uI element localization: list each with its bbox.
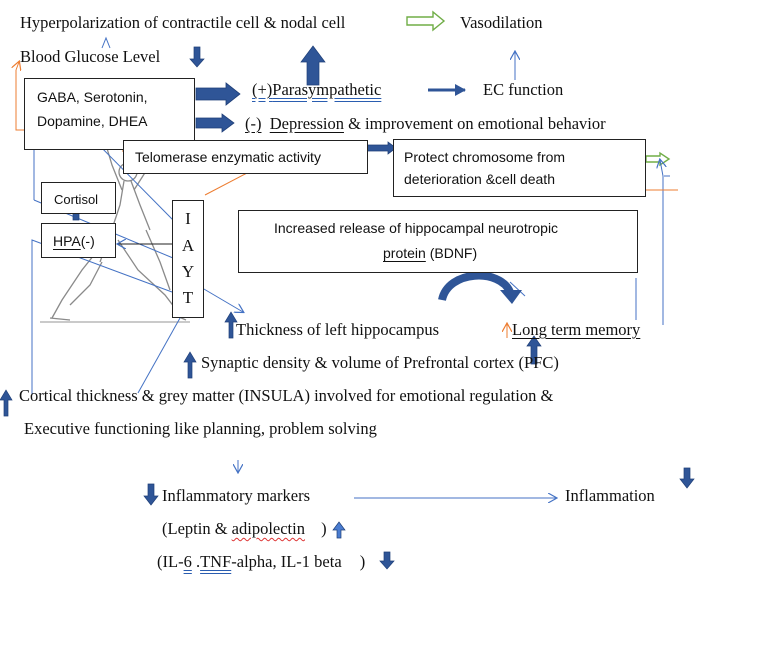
depression-text: (-) Depression & improvement on emotiona…: [245, 114, 606, 134]
parasympathetic-text: (+)Parasympathetic: [252, 80, 381, 100]
protect-chromosome-box: Protect chromosome from deterioration &c…: [393, 139, 646, 197]
green-arrow-protect: [645, 151, 671, 167]
protect-line-1: Protect chromosome from: [404, 149, 566, 165]
leptin-open: (Leptin &: [162, 519, 232, 538]
depression-suffix: & improvement on emotional behavior: [343, 114, 606, 133]
iayt-letter-i: I: [185, 209, 191, 228]
bdnf-line-2: protein (BDNF): [383, 245, 477, 261]
hyperpolarization-text: Hyperpolarization of contractile cell & …: [20, 13, 346, 32]
right-block-arrow-icon: [366, 141, 397, 155]
right-block-arrow-icon: [195, 82, 241, 106]
up-arrow-icon: [300, 45, 326, 86]
parasympathetic-prefix: (+): [252, 80, 273, 99]
block-arrows-right: [195, 82, 397, 155]
right-block-arrow-icon: [195, 113, 235, 133]
hpa-word: HPA: [53, 233, 81, 249]
il-six: 6: [183, 552, 192, 571]
blood-glucose-text: Blood Glucose Level: [20, 47, 161, 66]
vasodilation-text: Vasodilation: [460, 13, 543, 32]
tnf-word: TNF: [200, 552, 232, 571]
hpa-box: HPA(-): [41, 223, 116, 258]
bdnf-suffix: (BDNF): [425, 245, 478, 261]
il-open: (IL-: [157, 552, 184, 571]
leptin-text: (Leptin & adipolectin ): [162, 519, 327, 539]
left-hippocampus-text: Thickness of left hippocampus: [236, 320, 439, 339]
insula-text: Cortical thickness & grey matter (INSULA…: [19, 386, 554, 405]
executive-text: Executive functioning like planning, pro…: [24, 419, 377, 438]
depression-prefix: (-): [245, 114, 262, 133]
up-arrow-icon: [224, 311, 238, 339]
bdnf-box: Increased release of hippocampal neurotr…: [238, 210, 638, 273]
neurotransmitter-box: GABA, Serotonin, Dopamine, DHEA: [24, 78, 195, 150]
gaba-line-2: Dopamine, DHEA: [37, 113, 148, 129]
long-word: Long term memory: [512, 320, 641, 339]
hpa-suffix: (-): [80, 233, 95, 249]
green-arrow-vasodilation: [406, 10, 446, 32]
up-arrow-icon: [0, 389, 13, 417]
il-rest: -alpha, IL-1 beta: [231, 552, 346, 571]
gaba-line-1: GABA, Serotonin,: [37, 89, 148, 105]
down-arrow-icon: [679, 467, 695, 489]
depression-word: Depression: [269, 114, 344, 133]
block-arrows-down: [143, 46, 695, 570]
leptin-close: ): [316, 519, 327, 538]
il-close: ): [359, 552, 366, 571]
adipolectin-word: adipolectin: [231, 519, 305, 538]
parasympathetic-word: Parasympathetic: [272, 80, 382, 99]
hpa-text: HPA(-): [53, 233, 95, 249]
iayt-letter-t: T: [182, 288, 194, 307]
telomerase-text: Telomerase enzymatic activity: [135, 149, 321, 165]
down-arrow-icon: [143, 483, 159, 506]
down-arrow-icon: [379, 551, 395, 570]
ec-function-text: EC function: [483, 80, 564, 99]
cortisol-box: Cortisol: [41, 182, 116, 214]
long-term-memory-text: Long term memory: [512, 320, 640, 340]
up-arrow-icon: [332, 521, 346, 539]
inflammatory-markers-text: Inflammatory markers: [162, 486, 310, 505]
cortisol-text: Cortisol: [54, 192, 99, 207]
pfc-text: Synaptic density & volume of Prefrontal …: [201, 353, 559, 372]
interleukin-text: (IL-6 .TNF-alpha, IL-1 beta ): [157, 552, 365, 572]
inflammation-text: Inflammation: [565, 486, 655, 505]
curved-arrow-icon: [438, 271, 522, 304]
il-space: .: [191, 552, 201, 571]
up-arrow-icon: [183, 351, 197, 379]
iayt-box: I A Y T: [172, 200, 204, 318]
bdnf-protein-word: protein: [383, 245, 426, 261]
down-arrow-icon: [189, 46, 205, 68]
up-arrow-icon: [526, 335, 542, 365]
bdnf-line-1: Increased release of hippocampal neurotr…: [274, 220, 559, 236]
iayt-letter-y: Y: [181, 262, 195, 281]
protect-line-2: deterioration &cell death: [404, 171, 555, 187]
iayt-letter-a: A: [181, 236, 195, 255]
telomerase-box: Telomerase enzymatic activity: [123, 140, 368, 174]
